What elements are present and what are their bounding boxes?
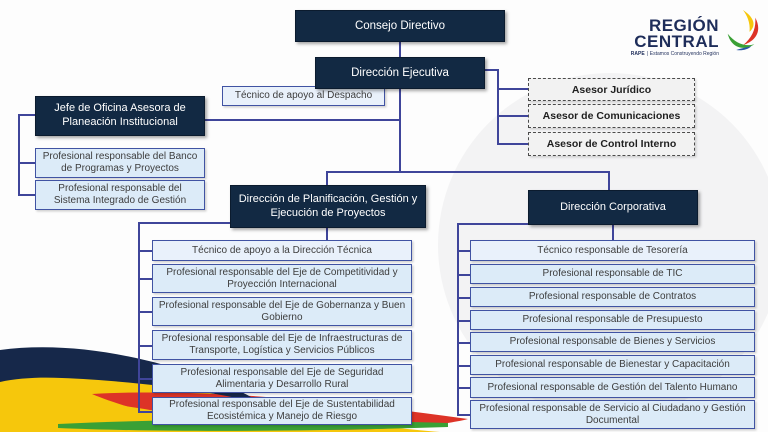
connector-line <box>608 171 610 190</box>
connector-line <box>326 228 328 240</box>
connector-line <box>138 311 152 313</box>
connector-line <box>399 42 401 58</box>
node-profesional-contratos: Profesional responsable de Contratos <box>470 287 755 307</box>
node-eje-sustentabilidad: Profesional responsable del Eje de Suste… <box>152 397 412 425</box>
node-tecnico-tesoreria: Técnico responsable de Tesorería <box>470 240 755 261</box>
connector-line <box>457 250 470 252</box>
node-banco-programas-proyectos: Profesional responsable del Banco de Pro… <box>35 148 205 178</box>
node-profesional-bienestar: Profesional responsable de Bienestar y C… <box>470 355 755 375</box>
connector-line <box>18 194 35 196</box>
connector-line <box>497 115 528 117</box>
connector-line <box>457 223 459 414</box>
connector-line <box>18 162 35 164</box>
connector-line <box>138 278 152 280</box>
connector-line <box>457 274 470 276</box>
connector-line <box>138 411 152 413</box>
node-sistema-integrado-gestion: Profesional responsable del Sistema Inte… <box>35 180 205 210</box>
connector-line <box>612 225 614 240</box>
node-eje-seguridad-alimentaria: Profesional responsable del Eje de Segur… <box>152 364 412 393</box>
node-consejo-directivo: Consejo Directivo <box>295 10 505 42</box>
logo-title-line2: CENTRAL <box>634 31 719 51</box>
connector-line <box>138 222 140 411</box>
node-eje-gobernanza: Profesional responsable del Eje de Gober… <box>152 297 412 326</box>
node-profesional-presupuesto: Profesional responsable de Presupuesto <box>470 310 755 330</box>
node-asesor-juridico: Asesor Jurídico <box>528 78 695 101</box>
logo-tagline-brand: RAPE <box>630 51 645 58</box>
connector-line <box>457 414 470 416</box>
connector-line <box>497 88 528 90</box>
connector-line <box>138 250 152 252</box>
connector-line <box>326 171 609 173</box>
connector-line <box>457 223 528 225</box>
logo-wordmark: REGIÓN CENTRAL RAPE | Estamos Construyen… <box>631 16 719 57</box>
connector-line <box>138 222 230 224</box>
node-direccion-planificacion: Dirección de Planificación, Gestión y Ej… <box>230 185 426 228</box>
connector-line <box>497 143 528 145</box>
node-eje-infraestructuras: Profesional responsable del Eje de Infra… <box>152 330 412 360</box>
connector-line <box>138 345 152 347</box>
node-asesor-comunicaciones: Asesor de Comunicaciones <box>528 104 695 128</box>
node-profesional-servicio-ciudadano: Profesional responsable de Servicio al C… <box>470 400 755 429</box>
node-jefe-oficina-planeacion: Jefe de Oficina Asesora de Planeación In… <box>35 96 205 136</box>
connector-line <box>457 297 470 299</box>
node-profesional-talento-humano: Profesional responsable de Gestión del T… <box>470 377 755 398</box>
logo-title-line1: REGIÓN <box>648 16 719 35</box>
region-central-logo: REGIÓN CENTRAL RAPE | Estamos Construyen… <box>631 8 760 57</box>
connector-line <box>497 69 499 145</box>
logo-tagline: RAPE | Estamos Construyendo Región <box>631 51 719 57</box>
logo-flame-icon <box>727 10 759 51</box>
node-tecnico-direccion-tecnica: Técnico de apoyo a la Dirección Técnica <box>152 240 412 261</box>
connector-line <box>138 378 152 380</box>
connector-line <box>457 387 470 389</box>
node-eje-competitividad: Profesional responsable del Eje de Compe… <box>152 264 412 293</box>
node-profesional-tic: Profesional responsable de TIC <box>470 264 755 284</box>
node-asesor-control-interno: Asesor de Control Interno <box>528 132 695 156</box>
logo-tagline-text: | Estamos Construyendo Región <box>647 51 719 58</box>
connector-line <box>457 320 470 322</box>
connector-line <box>326 171 328 185</box>
connector-line <box>399 89 401 172</box>
node-direccion-ejecutiva: Dirección Ejecutiva <box>315 57 485 89</box>
node-tecnico-apoyo-despacho: Técnico de apoyo al Despacho <box>222 86 385 106</box>
connector-line <box>457 365 470 367</box>
connector-line <box>457 342 470 344</box>
connector-line <box>18 114 35 116</box>
connector-line <box>205 119 400 121</box>
node-direccion-corporativa: Dirección Corporativa <box>528 190 698 225</box>
node-profesional-bienes-servicios: Profesional responsable de Bienes y Serv… <box>470 332 755 352</box>
connector-line <box>485 69 499 71</box>
connector-line <box>18 114 20 196</box>
